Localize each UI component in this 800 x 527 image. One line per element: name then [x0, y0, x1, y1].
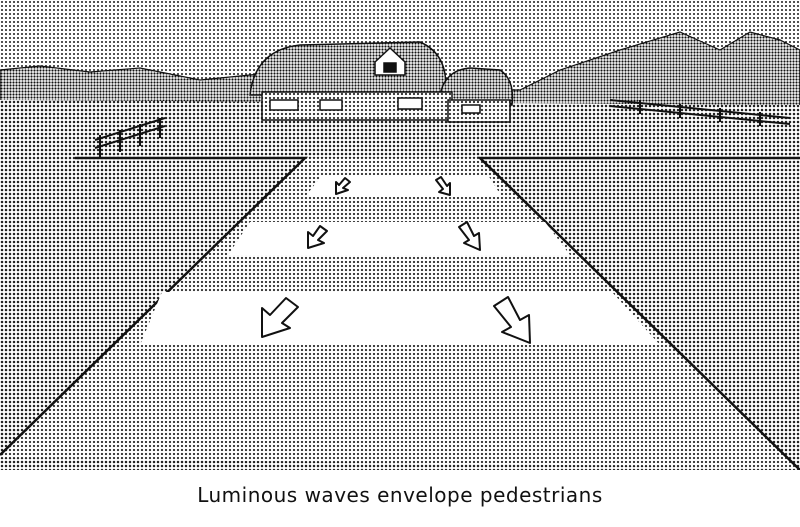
stripe [305, 175, 502, 197]
arrows [261, 176, 531, 344]
hills [0, 31, 800, 121]
stripe [228, 222, 570, 255]
crosswalk-illustration [0, 0, 800, 470]
arrow-icon [458, 221, 481, 251]
arrow-icon [493, 296, 531, 344]
arrow-icon [307, 225, 328, 249]
caption: Luminous waves envelope pedestrians [197, 483, 603, 507]
farmhouse [249, 41, 514, 123]
road-edge-right [476, 156, 800, 470]
fence [94, 99, 791, 157]
arrow-icon [261, 297, 299, 338]
stripe [140, 292, 660, 345]
arrow-icon [435, 176, 451, 196]
road-edge-left [0, 156, 309, 456]
arrow-icon [335, 177, 351, 195]
